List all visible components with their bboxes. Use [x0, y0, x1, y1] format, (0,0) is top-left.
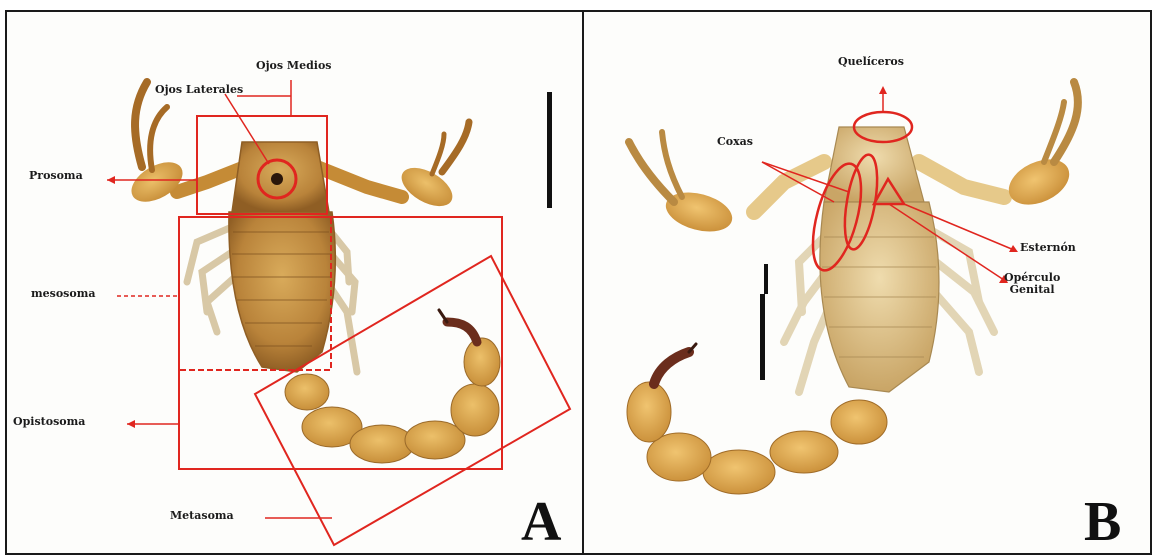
- label-prosoma: Prosoma: [29, 170, 83, 182]
- panel-b-illustration: [584, 12, 1154, 557]
- panel-a-dorsal-view: Ojos Medios Ojos Laterales Prosoma mesos…: [5, 10, 586, 555]
- left-pedipalp: [125, 82, 245, 210]
- right-pedipalp-b: [919, 82, 1078, 214]
- panel-b-ventral-view: Quelíceros Coxas Esternón Opérculo Genit…: [582, 10, 1152, 555]
- label-operculo-genital: Opérculo Genital: [1004, 272, 1060, 296]
- median-eyes: [271, 173, 283, 185]
- label-queliceros: Quelíceros: [838, 56, 904, 68]
- label-ojos-laterales: Ojos Laterales: [155, 84, 243, 96]
- label-mesosoma: mesosoma: [31, 288, 95, 300]
- right-pedipalp: [317, 122, 469, 214]
- leader-arrowheads-a: [107, 176, 135, 428]
- scale-bar-a: [547, 92, 552, 208]
- label-opistosoma: Opistosoma: [13, 416, 85, 428]
- label-ojos-medios: Ojos Medios: [256, 60, 332, 72]
- label-metasoma: Metasoma: [170, 510, 234, 522]
- scale-bar-b: [760, 294, 765, 380]
- panel-a-illustration: [7, 12, 588, 557]
- scale-bar-b-top: [764, 264, 768, 294]
- mesosoma-shape: [229, 212, 335, 372]
- label-coxas: Coxas: [717, 136, 753, 148]
- prosoma-shape-b: [824, 127, 924, 202]
- panel-letter-a: A: [521, 494, 561, 550]
- panel-letter-b: B: [1084, 494, 1121, 550]
- label-esternon: Esternón: [1020, 242, 1076, 254]
